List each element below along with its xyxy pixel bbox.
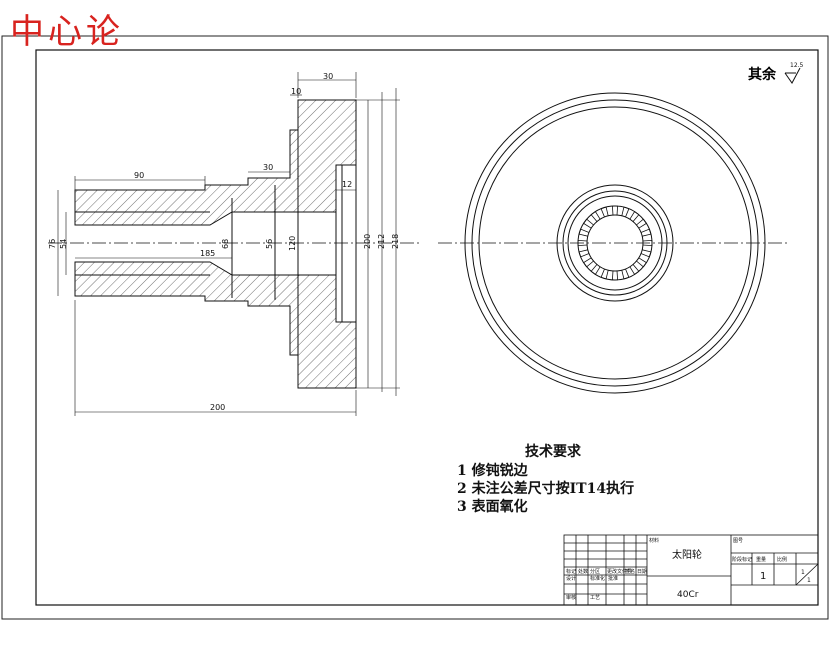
spline-tooth (640, 249, 652, 258)
spline-tooth (621, 268, 630, 280)
tb-review: 审核 (566, 594, 576, 601)
tb-std: 标准化 (590, 575, 605, 582)
tb-zone: 分区 (590, 568, 600, 575)
dim-200-h: 200 (210, 403, 225, 412)
spline-tooth (629, 264, 640, 275)
spline-tooth (640, 228, 652, 237)
spline-tooth (611, 270, 619, 281)
roughness-symbol (784, 67, 801, 84)
dimension-labels: 30 10 90 30 12 76 54 185 68 56 120 200 2… (48, 72, 400, 412)
roughness-value: 12.5 (790, 62, 804, 69)
tb-scale-header: 比例 (777, 556, 787, 563)
tech-item-1: 1 修钝锐边 (457, 463, 528, 479)
title-block-text: 材料 图号 太阳轮 40Cr 阶段标记 重量 比例 1 1 1 设计 审核 标准… (566, 537, 811, 601)
tb-scale-num: 1 (801, 569, 805, 576)
tb-drawing-header: 图号 (733, 538, 743, 544)
dim-218: 218 (391, 234, 400, 249)
tb-date: 日期 (637, 569, 647, 575)
tech-item-3: 3 表面氧化 (457, 499, 528, 515)
dim-90: 90 (134, 171, 144, 180)
dim-200-v: 200 (363, 234, 372, 249)
tech-title: 技术要求 (525, 444, 581, 460)
spline-tooth (600, 206, 609, 218)
spline-tooth (583, 218, 594, 229)
spline-tooth (583, 257, 594, 268)
dim-12: 12 (342, 180, 352, 189)
spline-tooth (590, 264, 601, 275)
tb-stage-header: 阶段标记 (732, 556, 752, 563)
spline-teeth (577, 205, 653, 281)
tb-scale-den: 1 (807, 577, 811, 584)
spline-tooth (636, 218, 647, 229)
spline-tooth (636, 257, 647, 268)
tb-count: 处数 (578, 568, 588, 575)
dim-76: 76 (48, 239, 57, 249)
tb-material: 40Cr (677, 590, 699, 600)
dim-120: 120 (288, 236, 297, 251)
dim-68: 68 (221, 239, 230, 249)
watermark-text: 中心论 (10, 12, 124, 52)
spline-tooth (578, 228, 590, 237)
tech-item-2: 2 未注公差尺寸按IT14执行 (457, 481, 635, 497)
inner-border (35, 49, 819, 606)
dim-56: 56 (265, 239, 274, 249)
spline-tooth (611, 205, 619, 216)
spline-tooth (629, 211, 640, 222)
technical-requirements: 技术要求 1 修钝锐边 2 未注公差尺寸按IT14执行 3 表面氧化 (457, 443, 634, 516)
spline-tooth (590, 211, 601, 222)
dim-212: 212 (377, 234, 386, 249)
spline-tooth (578, 249, 590, 258)
outer-border (1, 35, 829, 620)
spline-tooth (577, 239, 588, 247)
tb-quantity: 1 (760, 571, 766, 582)
tb-sign: 签名 (625, 568, 635, 575)
title-block (563, 534, 819, 606)
tb-change: 更改文件号 (607, 568, 632, 575)
section-upper (74, 99, 357, 226)
tb-part-name: 太阳轮 (672, 548, 702, 561)
section-view (48, 72, 420, 416)
dim-30-top: 30 (323, 72, 333, 81)
tb-designer: 设计 (566, 575, 576, 582)
dim-54: 54 (59, 239, 68, 249)
spline-tooth (642, 239, 653, 247)
tb-material-header: 材料 (649, 537, 659, 544)
dim-10: 10 (291, 87, 301, 96)
spline-tooth (621, 206, 630, 218)
end-view (438, 92, 790, 394)
dim-185: 185 (200, 249, 215, 258)
dim-30-mid: 30 (263, 163, 273, 172)
tb-approve: 批准 (608, 575, 618, 582)
tb-weight-header: 重量 (756, 556, 766, 563)
roughness-label: 其余 (748, 67, 776, 83)
spline-tooth (600, 268, 609, 280)
section-lower (74, 261, 357, 389)
tb-process: 工艺 (590, 595, 600, 601)
tb-mark: 标记 (566, 568, 576, 575)
